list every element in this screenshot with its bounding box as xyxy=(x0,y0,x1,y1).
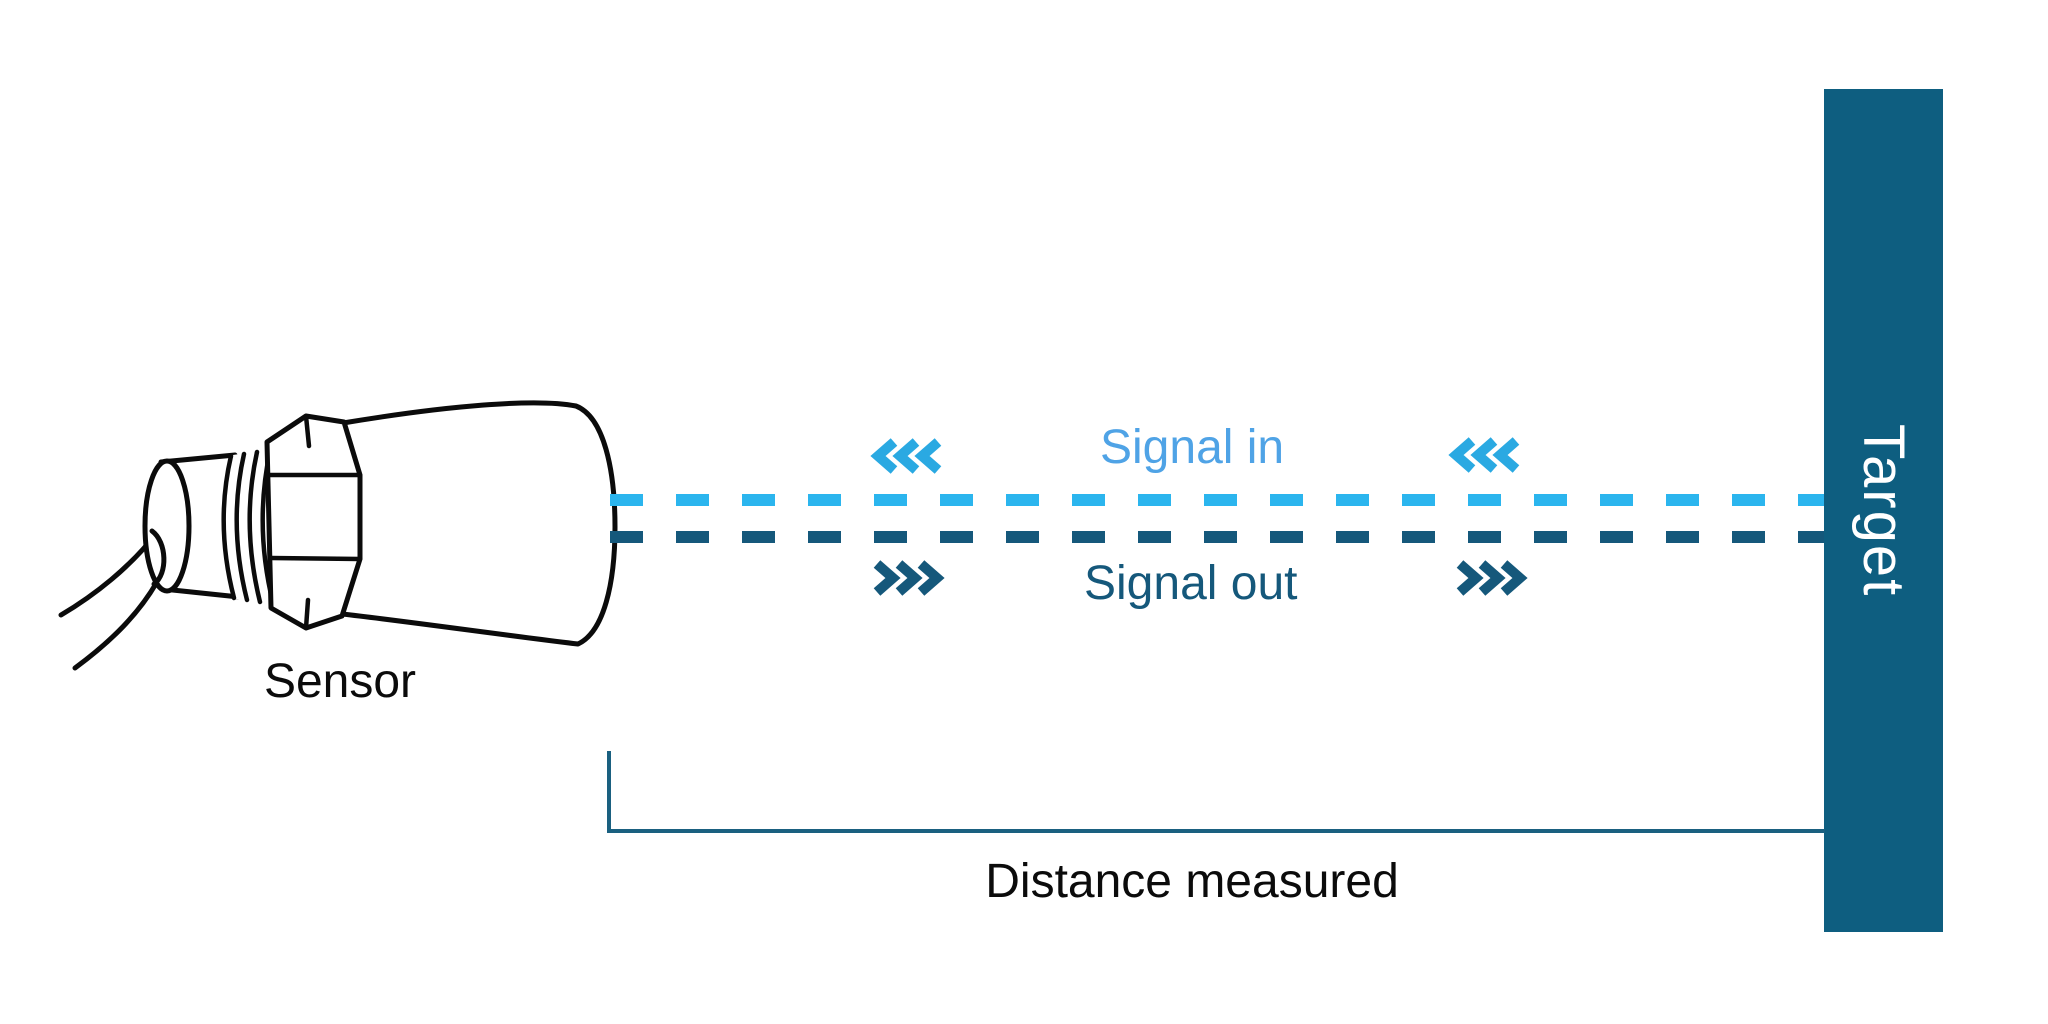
target-label: Target xyxy=(1851,423,1916,598)
signal-in-dashed-line xyxy=(610,494,1824,506)
sensor-nut xyxy=(264,413,363,631)
chevrons-left-icon xyxy=(1448,437,1520,473)
sensor-label: Sensor xyxy=(263,655,417,708)
sensor-illustration xyxy=(58,400,618,671)
chevrons-left-icon xyxy=(870,438,942,474)
chevrons-right-icon xyxy=(873,560,945,596)
distance-measured-label: Distance measured xyxy=(985,855,1399,908)
sensor-horn xyxy=(339,400,618,647)
sensor-cable-end xyxy=(149,528,167,587)
sensor-cable xyxy=(58,532,160,671)
chevrons-right-icon xyxy=(1456,560,1528,596)
signal-out-dashed-line xyxy=(610,531,1824,543)
target-panel: Target xyxy=(1824,89,1943,932)
sensor-cap xyxy=(142,458,192,594)
distance-bracket-tick xyxy=(607,751,611,833)
signal-in-label: Signal in xyxy=(1100,421,1285,474)
distance-bracket-line xyxy=(607,829,1825,833)
signal-out-label: Signal out xyxy=(1084,557,1298,610)
